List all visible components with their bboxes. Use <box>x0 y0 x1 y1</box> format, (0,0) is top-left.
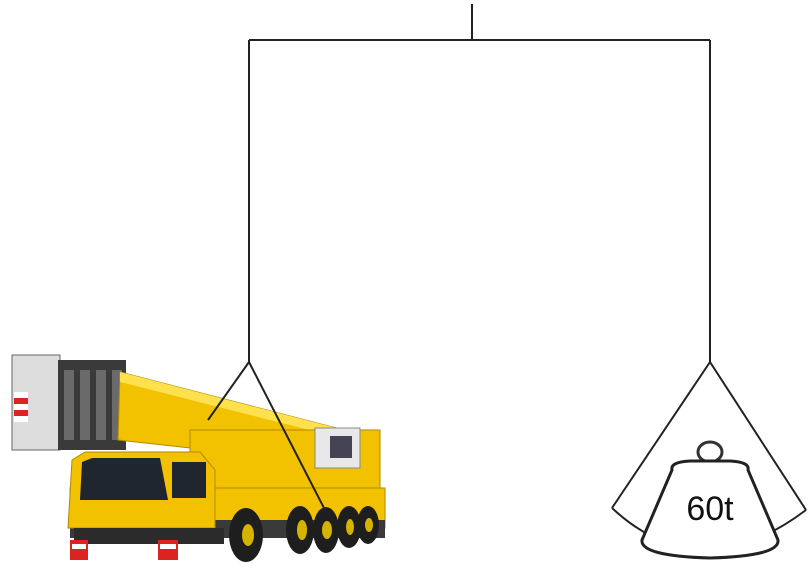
weight-label: 60t <box>686 490 734 528</box>
crane-truck-icon <box>12 355 385 562</box>
balance-beam <box>249 4 710 362</box>
weight-icon: 60t <box>642 442 778 558</box>
